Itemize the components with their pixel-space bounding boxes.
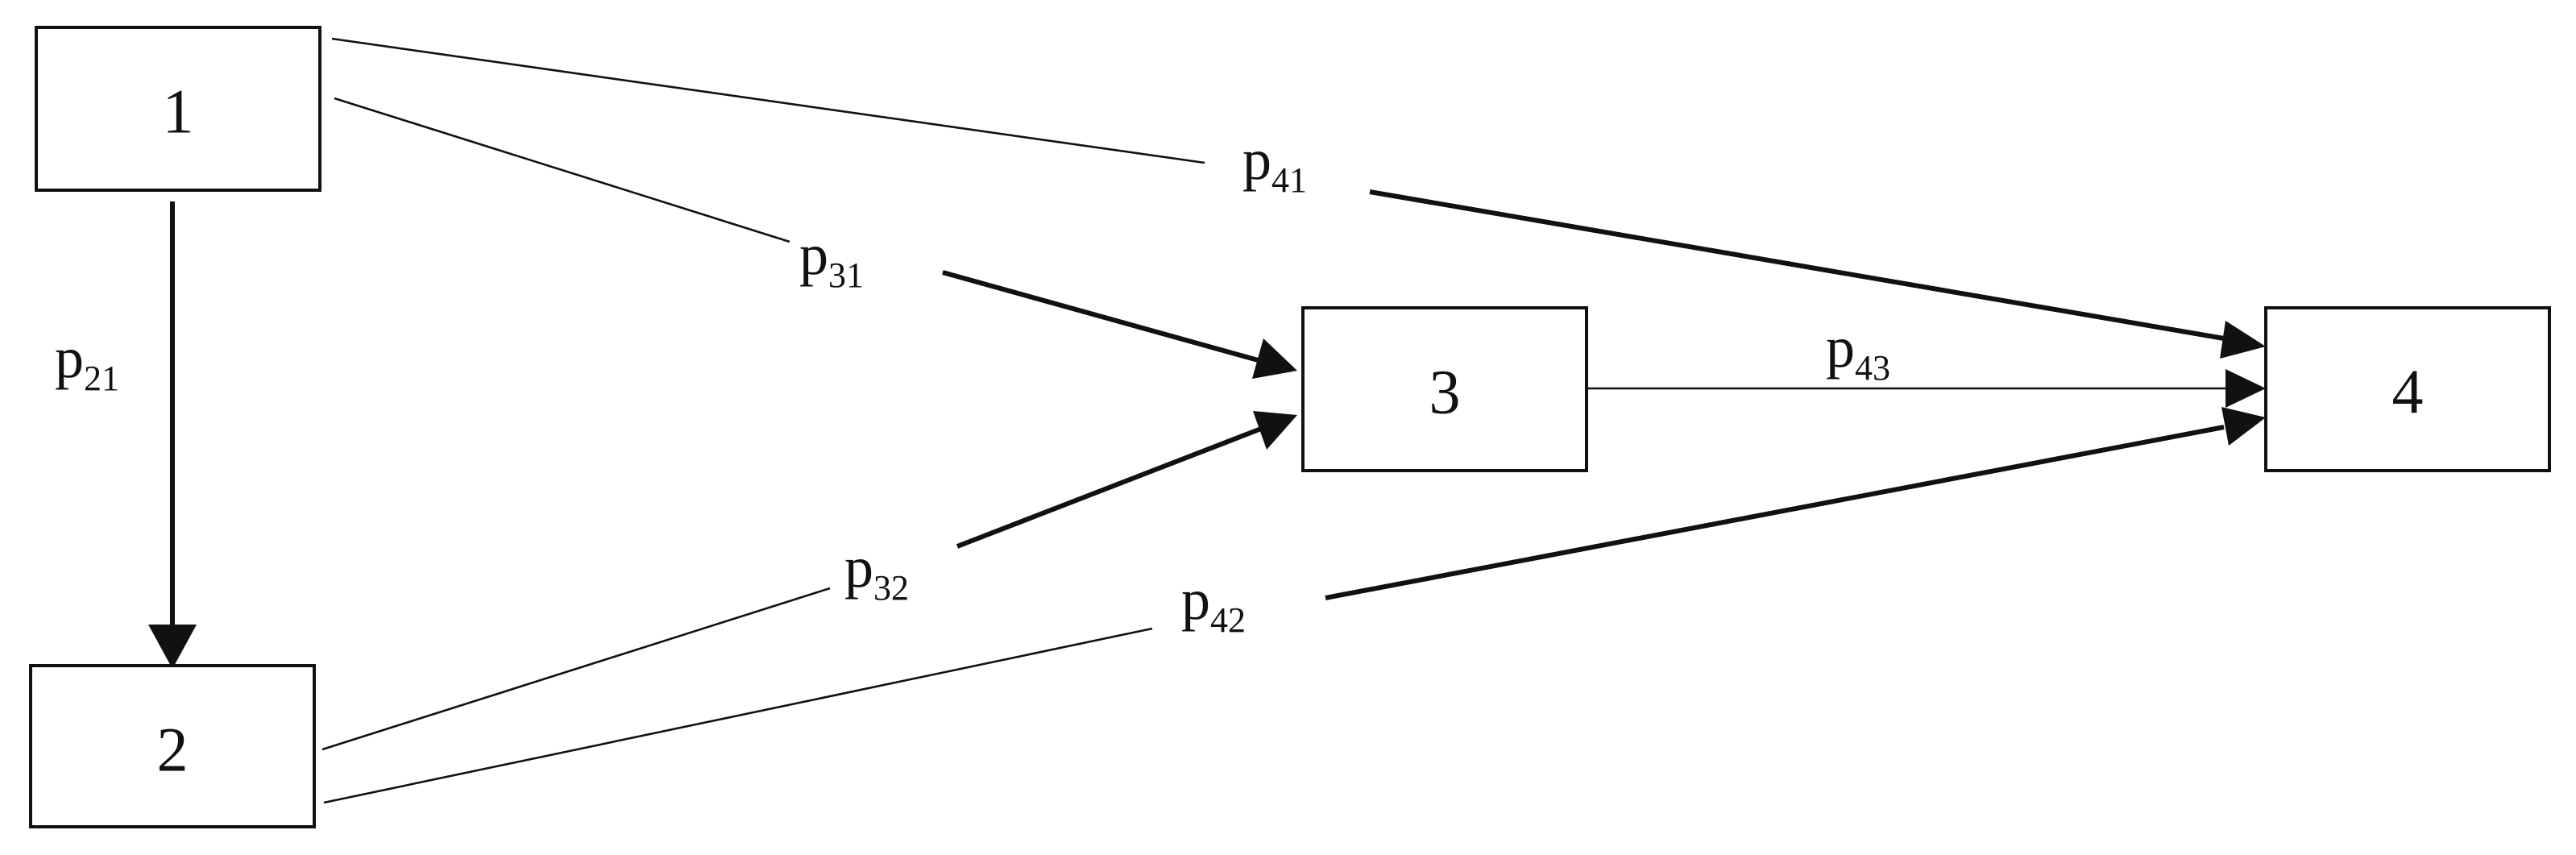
node-2-label: 2 <box>157 715 189 785</box>
edge-1-4-label: p41 <box>1242 127 1307 200</box>
edge-1-3-label-sub: 31 <box>828 255 864 295</box>
node-2: 2 <box>29 664 316 828</box>
node-1-box <box>35 26 321 192</box>
edge-2-3: p32 <box>321 411 1297 751</box>
edge-1-4-label-sub: 41 <box>1271 160 1307 200</box>
edge-2-4-line-end <box>1325 425 2225 600</box>
edge-1-3-line-start <box>334 97 790 243</box>
edge-1-2: p21 <box>55 201 197 669</box>
edge-2-4-arrowhead <box>2221 407 2266 446</box>
node-3: 3 <box>1301 306 1588 472</box>
edge-1-2-label-main: p <box>55 326 84 390</box>
edge-2-3-label-main: p <box>844 535 873 600</box>
edge-2-4-label-sub: 42 <box>1210 600 1246 640</box>
edge-1-2-arrowhead <box>148 625 197 669</box>
edge-1-3-arrowhead <box>1252 338 1297 379</box>
edge-3-4-label-sub: 43 <box>1855 348 1890 388</box>
edge-1-4-label-main: p <box>1242 127 1271 192</box>
edge-2-4: p42 <box>323 407 2266 804</box>
edge-3-4: p43 <box>1587 315 2266 408</box>
edge-2-3-line-start <box>321 587 831 751</box>
node-3-box <box>1301 306 1588 472</box>
edge-2-4-label-main: p <box>1181 567 1210 632</box>
edge-1-4: p41 <box>331 37 2266 359</box>
node-1-label: 1 <box>163 77 194 147</box>
edge-2-4-line-start <box>323 627 1153 804</box>
node-4: 4 <box>2264 306 2551 472</box>
edge-3-4-arrowhead <box>2225 369 2266 408</box>
edge-1-3-line-end <box>942 270 1262 363</box>
edge-1-4-line-start <box>331 37 1205 164</box>
edge-2-4-label: p42 <box>1181 567 1246 640</box>
edge-2-3-arrowhead <box>1253 411 1297 450</box>
node-1: 1 <box>35 26 321 192</box>
edge-1-3-label: p31 <box>799 222 864 295</box>
edge-2-3-label: p32 <box>844 535 909 608</box>
edge-1-3-label-main: p <box>799 222 828 287</box>
node-2-box <box>29 664 316 828</box>
edge-3-4-label: p43 <box>1826 315 1890 388</box>
edge-1-4-arrowhead <box>2220 321 2266 359</box>
edge-2-3-line-end <box>956 426 1263 549</box>
edge-3-4-label-main: p <box>1826 315 1855 380</box>
edge-1-4-line-end <box>1369 189 2225 341</box>
edge-1-2-label-sub: 21 <box>84 359 119 398</box>
node-3-label: 3 <box>1429 357 1461 427</box>
node-4-label: 4 <box>2392 357 2424 427</box>
edge-2-3-label-sub: 32 <box>873 568 909 608</box>
node-4-box <box>2264 306 2551 472</box>
edge-1-3: p31 <box>334 97 1297 379</box>
edge-1-2-label: p21 <box>55 326 119 398</box>
